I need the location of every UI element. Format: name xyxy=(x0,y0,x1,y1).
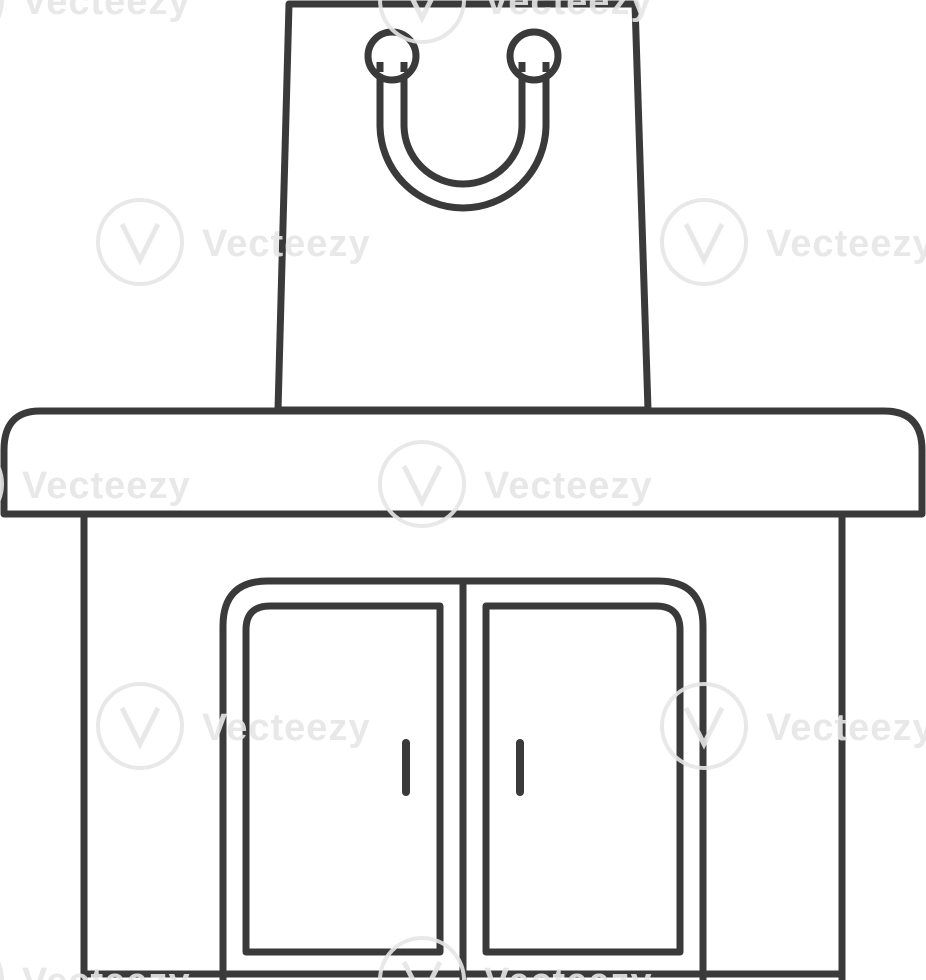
watermark-text: Vecteezy xyxy=(22,961,191,980)
vecteezy-v-mark xyxy=(401,464,443,508)
vecteezy-logo-icon xyxy=(96,682,184,770)
watermark-text: Vecteezy xyxy=(484,961,653,980)
watermark: Vecteezy xyxy=(0,465,191,507)
watermark-text: Vecteezy xyxy=(484,465,653,507)
vecteezy-v-mark xyxy=(683,706,725,750)
store-roof-slab xyxy=(0,407,926,518)
bag-handle-rivet-right xyxy=(506,28,562,84)
watermark: Vecteezy xyxy=(378,440,653,528)
vecteezy-logo-icon xyxy=(378,440,466,528)
watermark: Vecteezy xyxy=(378,936,653,980)
watermark-text: Vecteezy xyxy=(22,465,191,507)
vecteezy-v-mark xyxy=(119,706,161,750)
bag-handle-cap-right xyxy=(518,62,550,72)
vecteezy-logo-icon xyxy=(0,961,4,980)
watermark-text: Vecteezy xyxy=(202,707,371,749)
bag-handle-outer xyxy=(376,52,550,212)
vecteezy-logo-icon xyxy=(0,0,4,19)
bag-handle-inner xyxy=(400,52,526,188)
watermark-text: Vecteezy xyxy=(766,707,926,749)
bag-handle-cap-left xyxy=(376,62,408,72)
shopping-bag-icon xyxy=(274,0,652,414)
watermark-text: Vecteezy xyxy=(202,223,371,265)
right-door-panel xyxy=(482,602,684,956)
watermark: Vecteezy xyxy=(96,198,371,286)
vecteezy-v-mark xyxy=(401,960,443,980)
watermark-text: Vecteezy xyxy=(484,0,653,23)
vecteezy-logo-icon xyxy=(660,198,748,286)
vecteezy-logo-icon xyxy=(378,936,466,980)
vecteezy-v-mark xyxy=(683,222,725,266)
vecteezy-logo-icon xyxy=(0,465,4,503)
vecteezy-logo-icon xyxy=(660,682,748,770)
watermark: Vecteezy xyxy=(660,198,926,286)
vecteezy-logo-icon xyxy=(96,198,184,286)
watermark: Vecteezy xyxy=(660,682,926,770)
vecteezy-v-mark xyxy=(410,0,434,24)
watermark-text: Vecteezy xyxy=(766,223,926,265)
watermark-text: Vecteezy xyxy=(22,0,191,23)
bag-handle-icon xyxy=(364,28,562,212)
watermark: Vecteezy xyxy=(378,0,653,44)
vecteezy-v-mark xyxy=(119,222,161,266)
watermark: Vecteezy xyxy=(96,682,371,770)
watermark: Vecteezy xyxy=(0,0,191,23)
vecteezy-logo-icon xyxy=(378,0,466,44)
left-door-panel xyxy=(242,602,444,956)
watermark: Vecteezy xyxy=(0,961,191,980)
